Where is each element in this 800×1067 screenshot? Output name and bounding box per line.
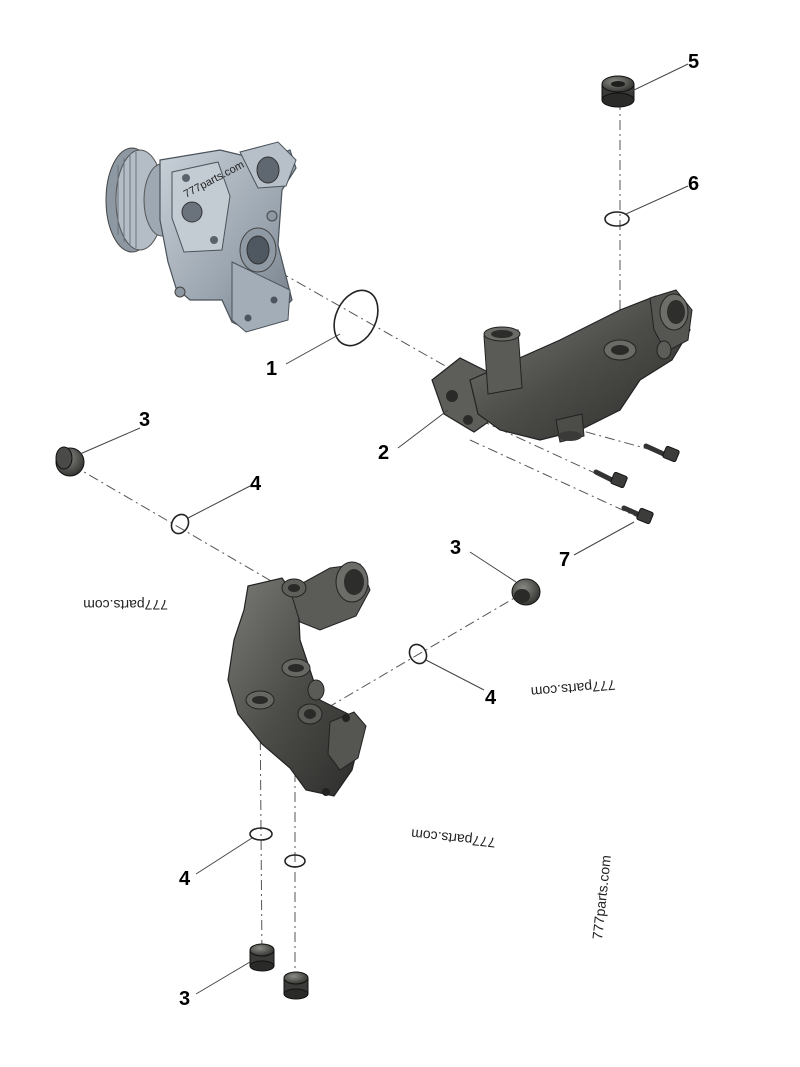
bolt — [593, 469, 628, 489]
water-pump — [105, 141, 297, 333]
oring — [604, 211, 630, 227]
oring — [284, 854, 306, 868]
oring — [249, 827, 273, 841]
bolt — [643, 443, 680, 463]
callout-6: 6 — [688, 173, 699, 195]
callout-7: 7 — [559, 549, 570, 571]
plug — [511, 578, 541, 606]
callout-4: 4 — [485, 687, 497, 709]
callout-3: 3 — [179, 988, 190, 1010]
callout-5: 5 — [688, 51, 699, 73]
oring-large — [333, 289, 379, 347]
callout-4: 4 — [179, 868, 191, 890]
bolt — [621, 505, 654, 525]
watermark: 777parts.com — [410, 826, 496, 851]
leader-lines — [79, 63, 689, 995]
lower-housing — [227, 561, 371, 797]
plug — [55, 446, 85, 477]
watermark: 777parts.com — [589, 854, 614, 940]
watermark: 777parts.com — [530, 677, 616, 700]
upper-housing — [431, 289, 693, 443]
watermarks: 777parts.com 777parts.com 777parts.com 7… — [83, 159, 616, 941]
plug — [283, 971, 309, 1000]
callout-1: 1 — [266, 358, 277, 380]
callout-3: 3 — [450, 537, 461, 559]
oring — [408, 643, 428, 665]
callout-2: 2 — [378, 442, 389, 464]
oring — [170, 513, 190, 535]
plug — [249, 943, 275, 972]
callout-3: 3 — [139, 409, 150, 431]
plug — [601, 75, 635, 108]
callout-numbers: 1 2 3 4 3 4 4 3 5 6 7 — [139, 51, 699, 1010]
callout-4: 4 — [250, 473, 262, 495]
watermark: 777parts.com — [83, 597, 168, 613]
